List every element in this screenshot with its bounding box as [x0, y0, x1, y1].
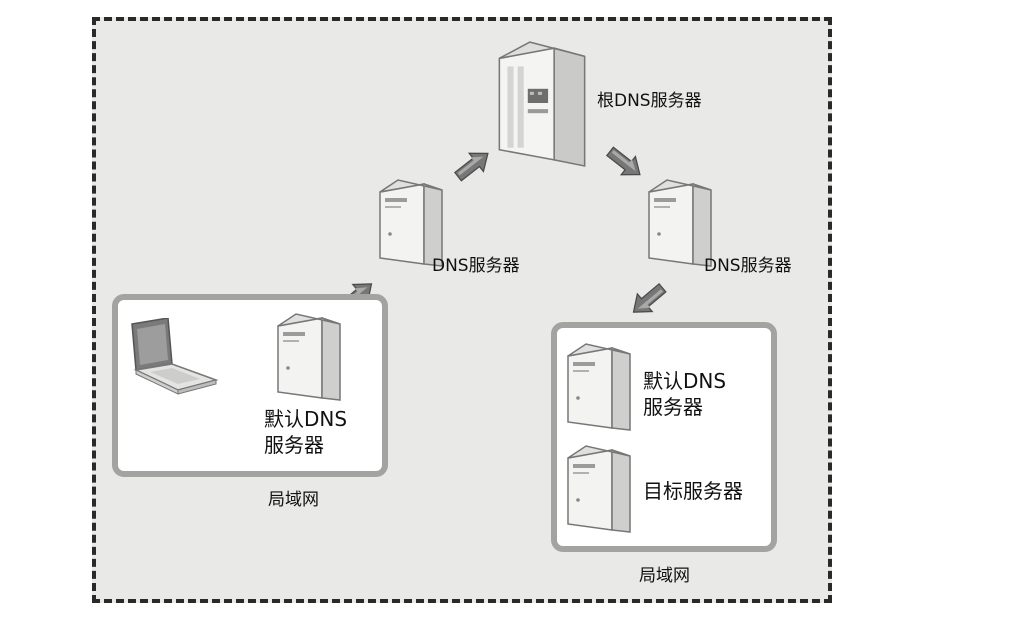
root-server-icon [492, 36, 592, 168]
dns-server-right-label: DNS服务器 [704, 256, 792, 276]
default-dns-left-label: 默认DNS 服务器 [264, 406, 347, 458]
lan-left-caption: 局域网 [268, 490, 319, 510]
lan-box-right [551, 322, 777, 552]
default-dns-left-line1: 默认DNS [264, 407, 348, 431]
server-icon [564, 442, 634, 537]
dns-server-left-label: DNS服务器 [432, 256, 520, 276]
default-dns-left-line2: 服务器 [264, 433, 324, 457]
root-server-label: 根DNS服务器 [597, 91, 702, 111]
target-server-label: 目标服务器 [643, 479, 743, 503]
server-icon [274, 310, 344, 405]
laptop-icon [131, 318, 218, 395]
default-dns-right-line1: 默认DNS [643, 369, 727, 393]
default-dns-right-label: 默认DNS 服务器 [643, 368, 726, 420]
server-icon [564, 340, 634, 435]
lan-right-caption: 局域网 [639, 566, 690, 586]
default-dns-right-line2: 服务器 [643, 395, 703, 419]
